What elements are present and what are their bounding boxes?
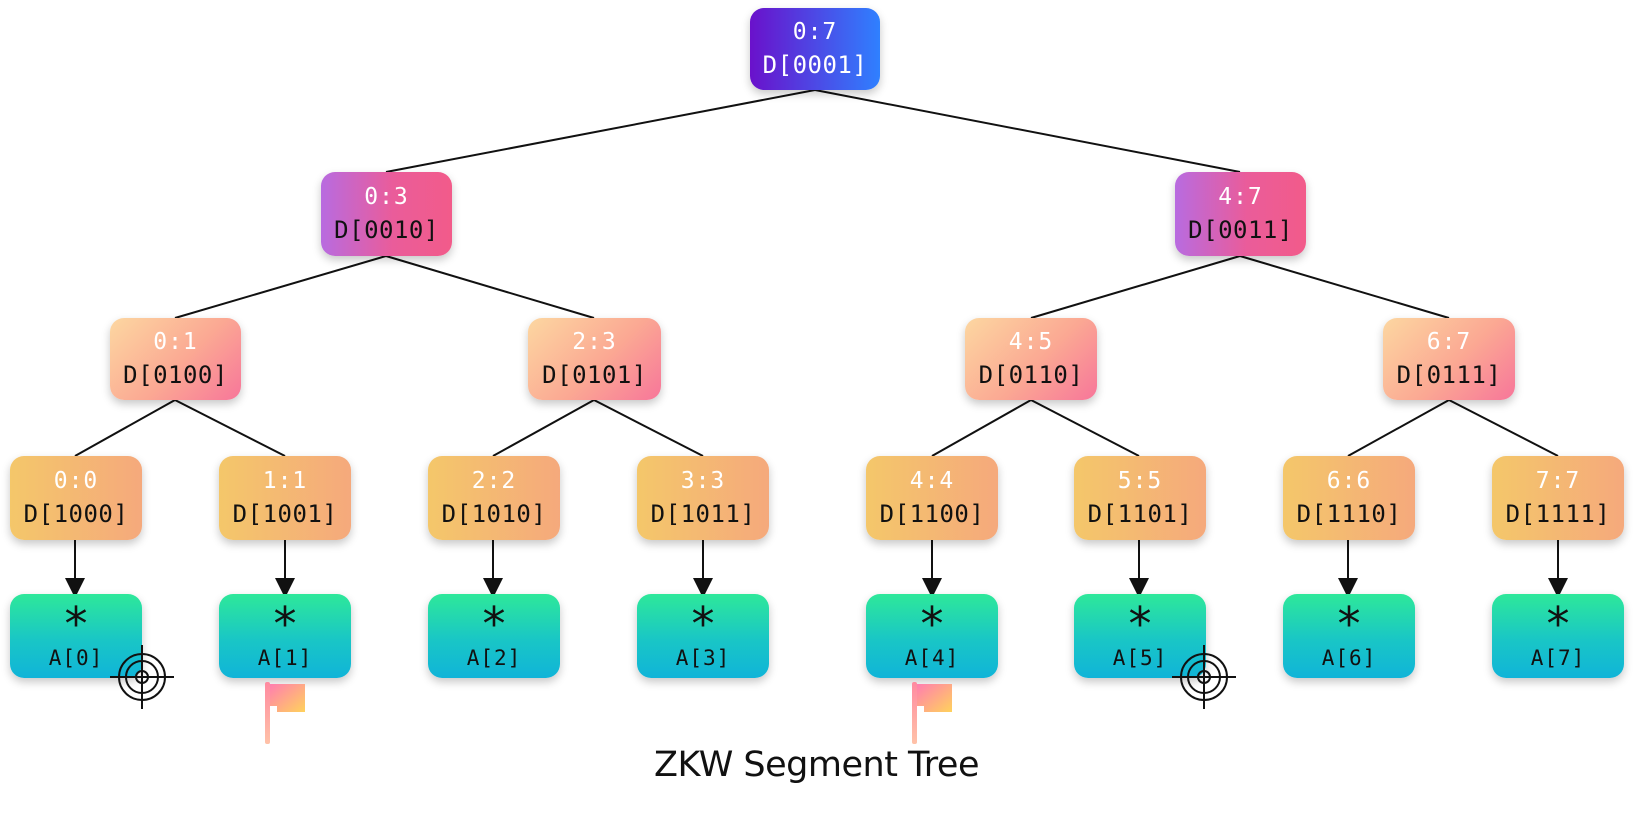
edge-4-7-4-5 [1030,255,1241,319]
leaf-label: A[0] [48,646,104,670]
leaf-a3: * A[3] [637,594,769,678]
leaf-symbol: * [691,597,715,651]
edge-0-1-1-1 [174,399,286,457]
node-range: 7:7 [1535,468,1581,494]
crosshair-target-icon [1172,645,1236,709]
tree-node-4-4: 4:4 D[1100] [866,456,998,540]
node-range: 4:7 [1218,184,1263,210]
leaf-symbol: * [1128,597,1152,651]
node-range: 4:4 [909,468,955,494]
node-range: 1:1 [262,468,308,494]
node-d-label: D[1010] [441,500,547,528]
leaf-a1: * A[1] [219,594,351,678]
tree-node-5-5: 5:5 D[1101] [1074,456,1206,540]
node-d-label: D[0011] [1188,216,1293,244]
leaf-label: A[1] [257,646,313,670]
edge-root-4-7 [814,89,1241,173]
tree-node-root: 0:7 D[0001] [750,8,880,90]
leaf-label: A[4] [904,646,960,670]
crosshair-target-icon [110,645,174,709]
tree-node-6-6: 6:6 D[1110] [1283,456,1415,540]
edge-2-3-3-3 [593,399,704,457]
leaf-symbol: * [273,597,297,651]
leaf-symbol: * [920,597,944,651]
node-range: 5:5 [1117,468,1163,494]
edge-4-7-6-7 [1239,255,1450,319]
node-range: 0:3 [364,184,409,210]
leaf-a6: * A[6] [1283,594,1415,678]
node-range: 6:7 [1426,329,1472,355]
edge-0-3-2-3 [385,255,595,319]
leaf-a4: * A[4] [866,594,998,678]
edge-6-7-7-7 [1448,399,1559,457]
leaf-label: A[3] [675,646,731,670]
node-range: 4:5 [1008,329,1054,355]
node-d-label: D[1111] [1505,500,1611,528]
node-range: 0:7 [792,19,838,45]
tree-node-0-1: 0:1 D[0100] [110,318,241,400]
tree-node-2-2: 2:2 D[1010] [428,456,560,540]
node-d-label: D[0010] [334,216,439,244]
tree-node-3-3: 3:3 D[1011] [637,456,769,540]
node-d-label: D[1101] [1087,500,1193,528]
node-range: 2:3 [572,329,617,355]
flag-icon [265,682,305,744]
leaf-symbol: * [482,597,506,651]
node-d-label: D[1000] [23,500,129,528]
diagram-caption: ZKW Segment Tree [654,745,979,785]
node-d-label: D[1110] [1296,500,1402,528]
flag-icon [912,682,952,744]
node-range: 0:0 [53,468,99,494]
node-range: 3:3 [680,468,726,494]
node-range: 2:2 [471,468,517,494]
leaf-a2: * A[2] [428,594,560,678]
node-d-label: D[1100] [879,500,985,528]
node-d-label: D[0110] [978,361,1084,389]
edge-root-0-3 [385,89,816,173]
tree-node-4-7: 4:7 D[0011] [1175,172,1306,256]
leaf-symbol: * [1546,597,1570,651]
leaf-label: A[7] [1530,646,1586,670]
node-range: 0:1 [153,329,198,355]
leaf-symbol: * [1337,597,1361,651]
edge-0-3-0-1 [174,255,387,319]
leaf-symbol: * [64,597,88,651]
tree-node-7-7: 7:7 D[1111] [1492,456,1624,540]
edge-2-3-2-2 [492,399,595,457]
node-d-label: D[1011] [650,500,756,528]
tree-node-1-1: 1:1 D[1001] [219,456,351,540]
node-d-label: D[0100] [123,361,228,389]
node-range: 6:6 [1326,468,1372,494]
node-d-label: D[0001] [762,51,868,79]
tree-node-4-5: 4:5 D[0110] [965,318,1097,400]
leaf-label: A[6] [1321,646,1377,670]
tree-node-0-3: 0:3 D[0010] [321,172,452,256]
edge-0-1-0-0 [74,399,176,457]
leaf-a0: * A[0] [10,594,142,678]
tree-node-2-3: 2:3 D[0101] [528,318,661,400]
edge-6-7-6-6 [1347,399,1450,457]
node-d-label: D[0101] [542,361,647,389]
edge-4-5-5-5 [1030,399,1140,457]
tree-node-6-7: 6:7 D[0111] [1383,318,1515,400]
tree-node-0-0: 0:0 D[1000] [10,456,142,540]
edge-4-5-4-4 [931,399,1032,457]
leaf-a7: * A[7] [1492,594,1624,678]
leaf-label: A[5] [1112,646,1168,670]
node-d-label: D[0111] [1396,361,1502,389]
leaf-label: A[2] [466,646,522,670]
node-d-label: D[1001] [232,500,338,528]
leaf-a5: * A[5] [1074,594,1206,678]
